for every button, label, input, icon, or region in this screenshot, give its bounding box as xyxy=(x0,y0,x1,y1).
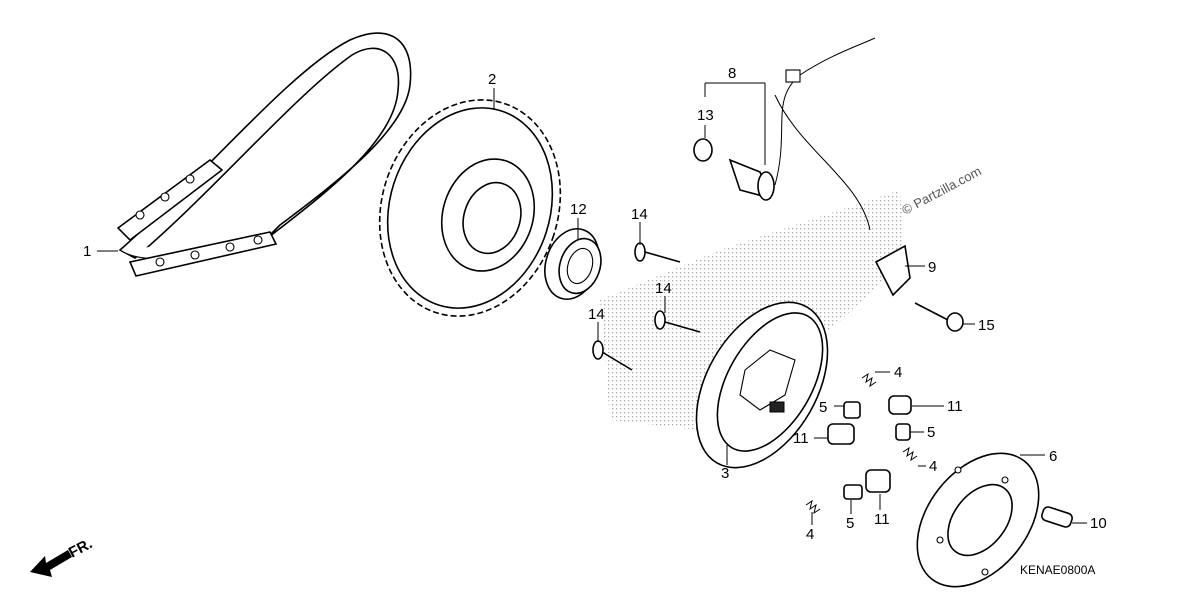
drive-chain xyxy=(116,32,412,277)
arrow-left-icon xyxy=(30,550,72,577)
plunger-middle xyxy=(895,423,911,441)
leader-lines xyxy=(97,82,1087,525)
callout-8: 8 xyxy=(728,65,736,82)
callout-2: 2 xyxy=(488,71,496,88)
side-plate xyxy=(916,452,1040,588)
o-ring xyxy=(693,138,713,162)
watermark: © Partzilla.com xyxy=(899,163,983,217)
callout-11a: 11 xyxy=(947,398,963,415)
roller-right xyxy=(888,395,912,415)
bolt-lower xyxy=(592,340,633,371)
callout-15: 15 xyxy=(978,317,995,334)
roller-left xyxy=(827,423,855,445)
callout-14c: 14 xyxy=(588,306,605,323)
callouts: 1 2 3 4 4 4 5 5 5 6 8 9 10 11 11 11 12 1… xyxy=(83,65,1107,543)
callout-10: 10 xyxy=(1090,515,1107,532)
bracket xyxy=(874,244,911,297)
chain-links xyxy=(116,158,278,277)
plunger-upper xyxy=(843,401,861,419)
callout-5a: 5 xyxy=(819,399,827,416)
dotted-shading xyxy=(600,190,905,430)
callout-11c: 11 xyxy=(874,511,890,528)
callout-4a: 4 xyxy=(894,364,902,381)
callout-12: 12 xyxy=(570,201,587,218)
callout-13: 13 xyxy=(697,107,714,124)
diagram-code: KENAE0800A xyxy=(1020,563,1095,577)
callout-4c: 4 xyxy=(806,526,814,543)
callout-3: 3 xyxy=(721,465,729,482)
callout-1: 1 xyxy=(83,243,91,260)
starter-clutch-outer xyxy=(695,301,829,469)
bolt-middle xyxy=(654,310,701,333)
callout-5b: 5 xyxy=(927,424,935,441)
starter-switch xyxy=(728,37,876,231)
callout-11b: 11 xyxy=(793,430,809,447)
callout-14b: 14 xyxy=(655,280,672,297)
callout-14a: 14 xyxy=(631,206,648,223)
spring-middle xyxy=(902,446,918,462)
front-direction-indicator: FR. xyxy=(30,535,95,577)
plunger-lower xyxy=(843,484,863,500)
callout-5c: 5 xyxy=(846,515,854,532)
bolt-15 xyxy=(914,302,964,332)
callout-6: 6 xyxy=(1049,448,1057,465)
spring-upper xyxy=(861,372,877,388)
pin xyxy=(1041,506,1073,528)
roller-lower xyxy=(865,469,891,493)
callout-9: 9 xyxy=(928,259,936,276)
oil-seal xyxy=(544,228,602,300)
spring-lower xyxy=(805,499,821,515)
sprocket xyxy=(378,99,562,317)
callout-4b: 4 xyxy=(929,458,937,475)
bolt-upper xyxy=(634,242,681,263)
